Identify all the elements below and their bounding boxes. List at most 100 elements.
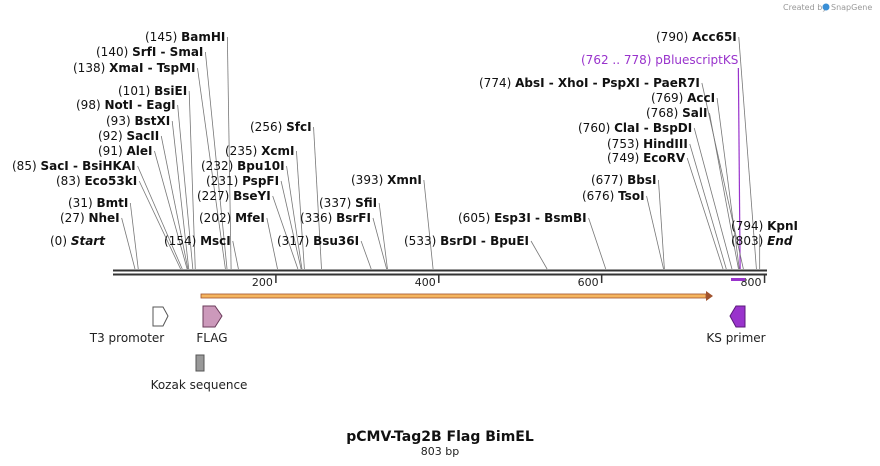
site-label-pbluescriptks: (762 .. 778) pBluescriptKS: [581, 53, 738, 67]
tick-label-200: 200: [252, 276, 273, 289]
site-label-noti-eagi: (98) NotI - EagI: [76, 98, 176, 112]
site-label-bbsi: (677) BbsI: [591, 173, 656, 187]
site-position-bseyi: (227): [197, 189, 233, 203]
leader-line-bstxi: [171, 120, 190, 270]
site-name-acc65i: Acc65I: [692, 30, 737, 44]
feature-label-t3-promoter: T3 promoter: [89, 331, 165, 345]
map-title: pCMV-Tag2B Flag BimEL: [346, 429, 534, 445]
site-position-sali: (768): [646, 106, 682, 120]
site-label-xmni: (393) XmnI: [351, 173, 422, 187]
site-label-end: (803) End: [731, 234, 793, 248]
site-label-bpu10i: (232) Bpu10I: [201, 159, 285, 173]
leader-line-xmai-tspmi: [197, 67, 226, 270]
tick-label-600: 600: [578, 276, 599, 289]
site-position-acci: (769): [651, 91, 687, 105]
site-name-bamhi: BamHI: [181, 30, 225, 44]
site-label-acc65i: (790) Acc65I: [656, 30, 737, 44]
site-name-tsoi: TsoI: [618, 189, 644, 203]
site-position-bsrfi: (336): [300, 211, 336, 225]
site-position-bsrdi-bpuei: (533): [404, 234, 440, 248]
site-name-xmni: XmnI: [387, 173, 422, 187]
site-label-bstxi: (93) BstXI: [106, 114, 170, 128]
site-name-sacii: SacII: [126, 129, 159, 143]
site-label-mfei: (202) MfeI: [199, 211, 265, 225]
feature-label-kozak: Kozak sequence: [151, 378, 248, 392]
leader-line-bbsi: [658, 179, 665, 270]
site-name-mfei: MfeI: [235, 211, 265, 225]
site-position-pbluescriptks: (762 .. 778): [581, 53, 655, 67]
site-name-ecorv: EcoRV: [643, 151, 686, 165]
leader-line-saci-bsihkai: [137, 165, 183, 270]
site-name-kpni: KpnI: [767, 219, 798, 233]
site-name-bsiei: BsiEI: [154, 84, 187, 98]
tick-label-400: 400: [415, 276, 436, 289]
site-name-msci: MscI: [200, 234, 231, 248]
site-label-bmti: (31) BmtI: [68, 196, 128, 210]
site-label-sacii: (92) SacII: [98, 129, 159, 143]
map-length: 803 bp: [421, 445, 459, 458]
site-position-sfii: (337): [319, 196, 355, 210]
site-name-esp3i-bsmbi: Esp3I - BsmBI: [494, 211, 586, 225]
feature-t3-promoter: [152, 306, 169, 327]
site-name-sfii: SfiI: [355, 196, 377, 210]
leader-line-bmti: [129, 202, 139, 270]
site-position-mfei: (202): [199, 211, 235, 225]
site-name-xcmi: XcmI: [261, 144, 294, 158]
site-name-xmai-tspmi: XmaI - TspMI: [109, 61, 195, 75]
site-name-srfi-smai: SrfI - SmaI: [132, 45, 203, 59]
site-label-bamhi: (145) BamHI: [145, 30, 225, 44]
leader-line-tsoi: [646, 195, 664, 270]
site-name-absi-xhoi-pspxi-paer7i: AbsI - XhoI - PspXI - PaeR7I: [515, 76, 700, 90]
site-name-bsu36i: Bsu36I: [313, 234, 359, 248]
leader-line-sali: [709, 112, 739, 270]
site-label-bsu36i: (317) Bsu36I: [277, 234, 359, 248]
site-name-sali: SalI: [682, 106, 707, 120]
site-label-ecorv: (749) EcoRV: [607, 151, 686, 165]
site-name-noti-eagi: NotI - EagI: [104, 98, 175, 112]
site-name-pbluescriptks: pBluescriptKS: [655, 53, 738, 67]
site-name-bbsi: BbsI: [627, 173, 656, 187]
site-position-esp3i-bsmbi: (605): [458, 211, 494, 225]
site-position-noti-eagi: (98): [76, 98, 104, 112]
site-label-clai-bspdi: (760) ClaI - BspDI: [578, 121, 692, 135]
leader-line-bsiei: [188, 90, 196, 270]
site-position-sacii: (92): [98, 129, 126, 143]
site-label-start: (0) Start: [50, 234, 106, 248]
leader-line-clai-bspdi: [693, 127, 733, 270]
site-position-ecorv: (749): [607, 151, 643, 165]
site-label-srfi-smai: (140) SrfI - SmaI: [96, 45, 203, 59]
site-name-alei: AleI: [126, 144, 152, 158]
site-position-msci: (154): [164, 234, 200, 248]
site-position-xmai-tspmi: (138): [73, 61, 109, 75]
site-label-hindiii: (753) HindIII: [607, 137, 688, 151]
site-name-bsrfi: BsrFI: [336, 211, 371, 225]
leader-line-sfci: [313, 126, 322, 270]
site-name-hindiii: HindIII: [643, 137, 688, 151]
sequence-backbone: [113, 269, 767, 276]
leader-line-bamhi: [226, 36, 232, 270]
leader-line-bsu36i: [360, 240, 372, 270]
leader-line-xmni: [423, 179, 434, 270]
site-name-nhei: NheI: [88, 211, 119, 225]
leader-line-eco53ki: [138, 180, 181, 270]
site-position-bstxi: (93): [106, 114, 134, 128]
feature-flag: [202, 305, 223, 328]
site-position-bpu10i: (232): [201, 159, 237, 173]
credit-brand: SnapGene: [831, 3, 872, 12]
site-name-bmti: BmtI: [96, 196, 128, 210]
site-name-saci-bsihkai: SacI - BsiHKAI: [40, 159, 135, 173]
leader-line-bseyi: [272, 195, 299, 270]
site-label-msci: (154) MscI: [164, 234, 231, 248]
site-position-clai-bspdi: (760): [578, 121, 614, 135]
site-label-kpni: (794) KpnI: [731, 219, 798, 233]
feature-ks-primer: [729, 305, 746, 328]
site-position-start: (0): [50, 234, 71, 248]
leader-line-msci: [232, 240, 239, 270]
site-position-bsu36i: (317): [277, 234, 313, 248]
site-label-bseyi: (227) BseYI: [197, 189, 271, 203]
leader-line-nhei: [121, 217, 136, 270]
leader-line-bpu10i: [286, 165, 303, 270]
site-position-saci-bsihkai: (85): [12, 159, 40, 173]
